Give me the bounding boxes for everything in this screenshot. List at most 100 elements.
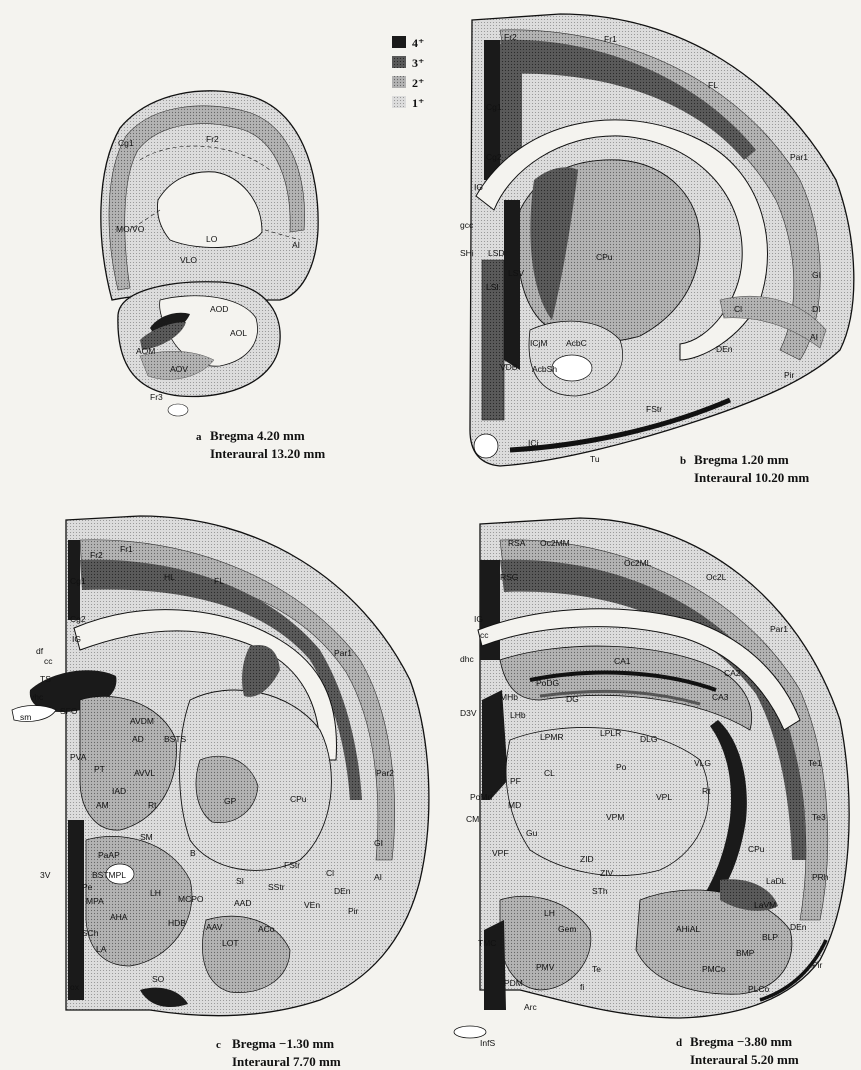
panel-c-label-am: AM (96, 800, 109, 810)
panel-d-label-tmc: TMC (478, 938, 496, 948)
panel-d-label-oc2l: Oc2L (706, 572, 727, 582)
panel-c-label-pva: PVA (70, 752, 87, 762)
panel-a: Fr2 Cg1 MO/VO LO VLO AI AOD AOL AOM AOV … (101, 91, 326, 461)
panel-d-label-vpm: VPM (606, 812, 624, 822)
panel-d-label-te: Te (592, 964, 601, 974)
panel-b-label-cl: Cl (734, 304, 742, 314)
panel-c-label-ox: ox (70, 982, 80, 992)
panel-d-label-pmv: PMV (536, 962, 555, 972)
panel-c-label-sch: SCh (82, 928, 99, 938)
panel-c-label-vhc: vhc (30, 692, 44, 702)
panel-c-label-sm2: SM (140, 832, 153, 842)
panel-b-label-acbsh: AcbSh (532, 364, 557, 374)
panel-c-label-cpu: CPu (290, 794, 307, 804)
panel-c-label-avdm: AVDM (130, 716, 154, 726)
panel-b-label-di: DI (812, 304, 821, 314)
legend-label-3: 3⁺ (412, 56, 424, 70)
panel-d-label-pf: PF (510, 776, 521, 786)
panel-d-label-cm: CM (466, 814, 479, 824)
panel-b-caption-letter: b (680, 455, 686, 467)
panel-d-label-cl: CL (544, 768, 555, 778)
panel-d-label-ca1: CA1 (614, 656, 631, 666)
panel-d-label-dlg: DLG (640, 734, 657, 744)
panel-d-label-plco: PLCo (748, 984, 770, 994)
panel-d-label-ig: IG (474, 614, 483, 624)
panel-d-label-ladl: LaDL (766, 876, 787, 886)
panel-a-caption-interaural: Interaural 13.20 mm (210, 446, 325, 461)
panel-c-label-si: SI (236, 876, 244, 886)
panel-c-label-par1: Par1 (334, 648, 352, 658)
panel-b-label-gi: GI (812, 270, 821, 280)
panel-d-label-ahial: AHiAL (676, 924, 700, 934)
panel-d-label-po: Po (616, 762, 627, 772)
panel-b-caption-bregma: Bregma 1.20 mm (694, 452, 789, 467)
panel-d-label-gem: Gem (558, 924, 576, 934)
panel-c-label-fr2: Fr2 (90, 550, 103, 560)
legend-label-4: 4⁺ (412, 36, 424, 50)
panel-c-caption-letter: c (216, 1039, 221, 1051)
panel-b-label-lsd: LSD (488, 248, 505, 258)
panel-c-label-sfo: SFO (60, 706, 78, 716)
panel-d-label-lavm: LaVM (754, 900, 776, 910)
legend-label-1: 1⁺ (412, 96, 424, 110)
legend-swatch-1 (392, 96, 406, 108)
panel-c-label-sstr: SStr (268, 882, 285, 892)
panel-b-label-cpu: CPu (596, 252, 613, 262)
panel-a-label-vlo: VLO (180, 255, 197, 265)
panel-d-label-pir: Pir (812, 960, 823, 970)
panel-d-thalamus (506, 727, 708, 875)
panel-c-label-lh: LH (150, 888, 161, 898)
panel-a-label-aom: AOM (136, 346, 155, 356)
panel-d-label-lpmr: LPMR (540, 732, 564, 742)
panel-d-label-gu: Gu (526, 828, 538, 838)
panel-a-caption-bregma: Bregma 4.20 mm (210, 428, 305, 443)
panel-d-label-infs: InfS (480, 1038, 495, 1048)
panel-d-label-sth: STh (592, 886, 608, 896)
panel-d-infs (454, 1026, 486, 1038)
panel-d-label-lh: LH (544, 908, 555, 918)
panel-b-label-cg2: Cg2 (486, 152, 502, 162)
panel-d-label-oc2ml: Oc2ML (624, 558, 652, 568)
panel-b-label-fr2: Fr2 (504, 32, 517, 42)
panel-d: RSA Oc2MM Oc2ML Oc2L Par1 RSG IG cc dhc … (454, 518, 849, 1067)
panel-d-label-vpl: VPL (656, 792, 672, 802)
panel-d-ventral-dark (484, 920, 506, 1010)
panel-c-label-den: DEn (334, 886, 351, 896)
panel-c-label-3v: 3V (40, 870, 51, 880)
panel-b-label-lsv: LSV (508, 268, 524, 278)
panel-d-label-dhc: dhc (460, 654, 474, 664)
panel-c-label-iad: IAD (112, 786, 126, 796)
panel-b-label-ai: AI (810, 332, 818, 342)
panel-d-label-podg: PoDG (536, 678, 559, 688)
panel-d-label-ca3: CA3 (712, 692, 729, 702)
panel-c-label-hl: HL (164, 572, 175, 582)
panel-c-label-mcpo: MCPO (178, 894, 204, 904)
panel-a-label-aol: AOL (230, 328, 247, 338)
panel-d-label-zid: ZID (580, 854, 594, 864)
panel-b-label-vdb: VDB (500, 362, 518, 372)
panel-c-label-gp: GP (224, 796, 237, 806)
panel-a-cavity (168, 404, 188, 416)
panel-a-caption-letter: a (196, 431, 202, 443)
panel-a-label-aod: AOD (210, 304, 228, 314)
panel-c-label-aha: AHA (110, 912, 128, 922)
panel-b: Fr2 Fr1 FL Par1 Cg1 Cg2 IG gcc SHi LSD L… (460, 14, 854, 485)
panel-c-label-rt: Rt (148, 800, 157, 810)
panel-d-label-par1: Par1 (770, 624, 788, 634)
panel-b-cavity (474, 434, 498, 458)
panel-b-label-lsi: LSI (486, 282, 499, 292)
legend-swatch-3 (392, 56, 406, 68)
panel-d-label-ziv: ZIV (600, 868, 614, 878)
panel-c-label-pt: PT (94, 764, 105, 774)
legend-swatch-4 (392, 36, 406, 48)
panel-c-label-cl: Cl (326, 868, 334, 878)
panel-d-label-vlg: VLG (694, 758, 711, 768)
panel-d-label-rsa: RSA (508, 538, 526, 548)
panel-c-label-aco: ACo (258, 924, 275, 934)
panel-d-label-prh: PRh (812, 872, 829, 882)
panel-d-caption-bregma: Bregma −3.80 mm (690, 1034, 792, 1049)
panel-d-label-fi: fi (580, 982, 584, 992)
panel-d-label-pdm: PDM (504, 978, 523, 988)
panel-d-caption-letter: d (676, 1037, 682, 1049)
panel-b-label-cg1: Cg1 (486, 102, 502, 112)
